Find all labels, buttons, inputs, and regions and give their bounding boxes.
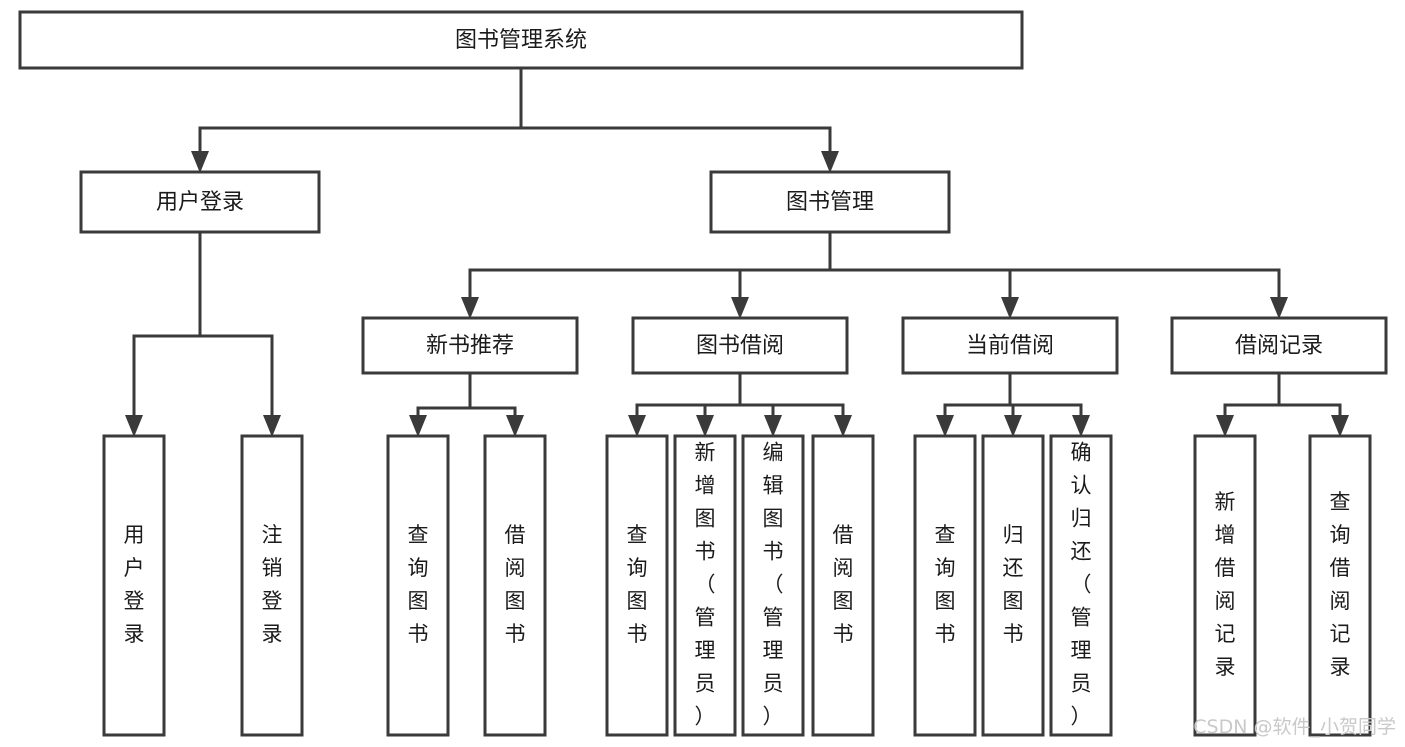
node-book-manage[interactable]: 图书管理: [709, 170, 951, 234]
node-box: [709, 170, 951, 234]
node-label: 确认归还（管理员）: [1071, 441, 1092, 729]
node-box: [605, 434, 669, 737]
node-box: [386, 434, 450, 737]
node-box: [901, 316, 1119, 375]
node-label: 新书推荐: [426, 334, 514, 359]
node-box: [79, 170, 321, 234]
arrow-head-icon: [1004, 415, 1022, 437]
node-label: 图书管理: [786, 190, 874, 215]
node-box: [741, 434, 805, 737]
node-label: 查询图书: [408, 523, 429, 646]
arrow-head-icon: [1072, 415, 1090, 437]
arrow-head-icon: [764, 415, 782, 437]
node-leaf-user-logout[interactable]: 注销登录: [240, 434, 304, 737]
arrow-head-icon: [834, 415, 852, 437]
node-label: 注销登录: [262, 523, 283, 646]
arrow-head-icon: [461, 297, 479, 319]
node-box: [1193, 434, 1257, 737]
node-box: [102, 434, 166, 737]
arrow-head-icon: [628, 415, 646, 437]
arrow-head-icon: [1331, 415, 1349, 437]
node-leaf-query-book-cur[interactable]: 查询图书: [913, 434, 977, 737]
node-label: 借阅图书: [833, 523, 854, 646]
node-box: [1170, 316, 1388, 375]
node-label: 当前借阅: [966, 334, 1054, 359]
node-root[interactable]: 图书管理系统: [18, 10, 1024, 70]
connectors-layer: [125, 66, 1349, 437]
node-label: 图书管理系统: [455, 28, 587, 53]
node-box: [1308, 434, 1372, 737]
arrow-head-icon: [125, 415, 143, 437]
node-leaf-borrow-book[interactable]: 借阅图书: [811, 434, 875, 737]
node-label: 用户登录: [124, 523, 145, 646]
node-label: 借阅记录: [1235, 334, 1323, 359]
node-box: [913, 434, 977, 737]
node-label: 用户登录: [156, 190, 244, 215]
arrow-head-icon: [821, 151, 839, 173]
node-leaf-query-book-borrow[interactable]: 查询图书: [605, 434, 669, 737]
node-leaf-query-book-rec[interactable]: 查询图书: [386, 434, 450, 737]
node-label: 查询图书: [627, 523, 648, 646]
node-box: [981, 434, 1045, 737]
node-user-login[interactable]: 用户登录: [79, 170, 321, 234]
node-box: [18, 10, 1024, 70]
arrow-head-icon: [731, 297, 749, 319]
node-leaf-confirm-return[interactable]: 确认归还（管理员）: [1049, 434, 1113, 737]
node-label: 查询借阅记录: [1330, 490, 1351, 679]
node-box: [361, 316, 579, 375]
node-label: 新增借阅记录: [1215, 490, 1236, 679]
node-leaf-borrow-book-rec[interactable]: 借阅图书: [483, 434, 547, 737]
arrow-head-icon: [696, 415, 714, 437]
node-current-borrow[interactable]: 当前借阅: [901, 316, 1119, 375]
nodes-layer: 图书管理系统用户登录图书管理新书推荐图书借阅当前借阅借阅记录用户登录注销登录查询…: [18, 10, 1388, 737]
node-leaf-add-book[interactable]: 新增图书（管理员）: [673, 434, 737, 737]
node-book-borrow[interactable]: 图书借阅: [631, 316, 849, 375]
node-label: 图书借阅: [696, 334, 784, 359]
node-box: [483, 434, 547, 737]
node-borrow-record[interactable]: 借阅记录: [1170, 316, 1388, 375]
arrow-head-icon: [1216, 415, 1234, 437]
arrow-head-icon: [1270, 297, 1288, 319]
node-leaf-user-login[interactable]: 用户登录: [102, 434, 166, 737]
node-label: 查询图书: [935, 523, 956, 646]
arrow-head-icon: [936, 415, 954, 437]
arrow-head-icon: [1001, 297, 1019, 319]
arrow-head-icon: [506, 415, 524, 437]
node-label: 新增图书（管理员）: [695, 441, 716, 729]
node-leaf-edit-book[interactable]: 编辑图书（管理员）: [741, 434, 805, 737]
node-label: 借阅图书: [505, 523, 526, 646]
arrow-head-icon: [263, 415, 281, 437]
node-box: [240, 434, 304, 737]
watermark-label: CSDN @软件_小贺同学: [1193, 716, 1396, 738]
node-leaf-add-record[interactable]: 新增借阅记录: [1193, 434, 1257, 737]
node-box: [631, 316, 849, 375]
node-box: [811, 434, 875, 737]
node-box: [1049, 434, 1113, 737]
node-label: 归还图书: [1003, 523, 1024, 646]
arrow-head-icon: [191, 151, 209, 173]
node-label: 编辑图书（管理员）: [763, 441, 784, 729]
arrow-head-icon: [409, 415, 427, 437]
node-box: [673, 434, 737, 737]
node-leaf-return-book[interactable]: 归还图书: [981, 434, 1045, 737]
node-new-book-rec[interactable]: 新书推荐: [361, 316, 579, 375]
node-leaf-query-record[interactable]: 查询借阅记录: [1308, 434, 1372, 737]
